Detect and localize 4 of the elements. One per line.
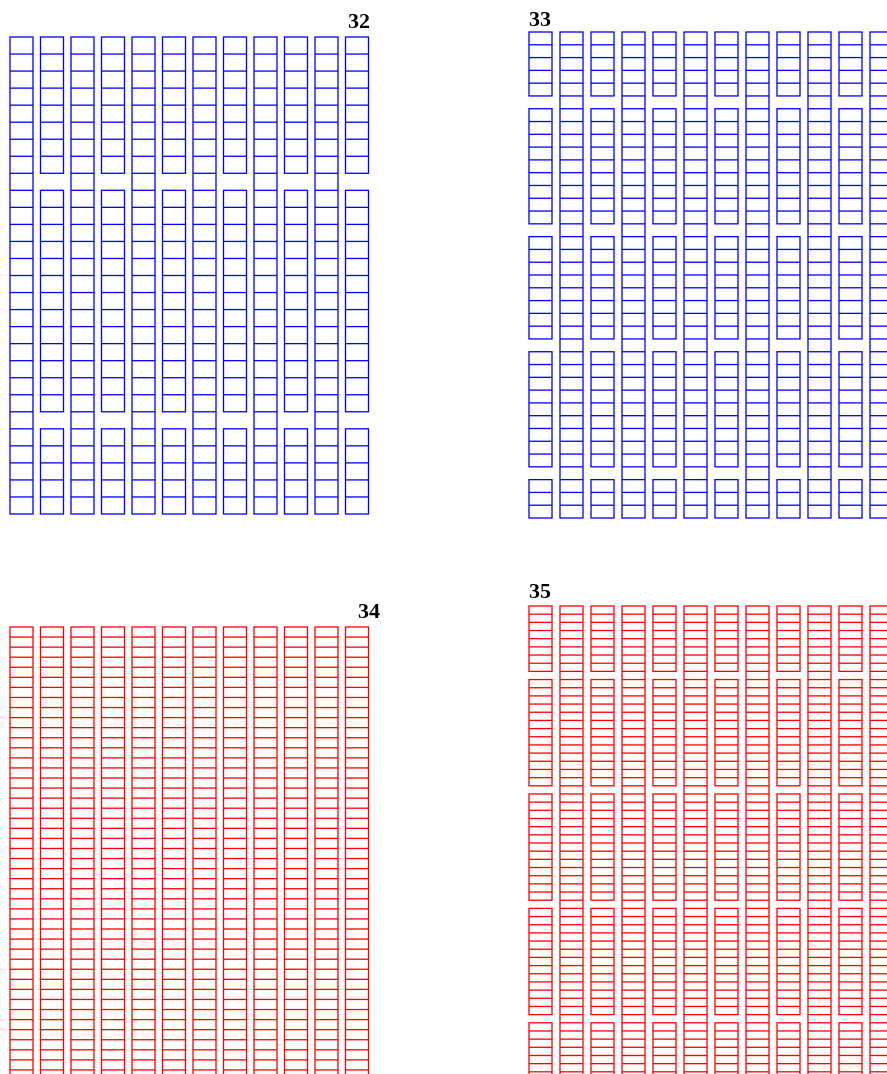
panel-number: 34 — [358, 600, 380, 622]
panel-number: 35 — [529, 580, 551, 602]
panel-number: 32 — [348, 10, 370, 32]
panel-number: 33 — [529, 8, 551, 30]
